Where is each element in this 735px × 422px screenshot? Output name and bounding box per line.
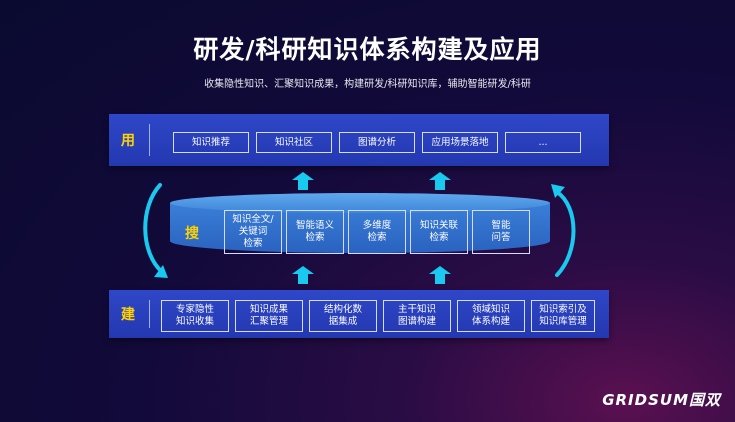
curved-arrow-left-icon (143, 183, 168, 278)
layer-use: 用 知识推荐 知识社区 图谱分析 应用场景落地 ... (109, 114, 609, 166)
layer-search-label: 搜 (185, 226, 199, 242)
search-item: 知识关联 检索 (410, 210, 468, 254)
brand-logo: GRIDSUM国双 (602, 391, 721, 409)
use-item: ... (505, 132, 581, 153)
layer-use-label: 用 (121, 133, 135, 149)
build-item: 知识索引及 知识库管理 (531, 300, 595, 332)
page-subtitle: 收集隐性知识、汇聚知识成果，构建研发/科研知识库，辅助智能研发/科研 (204, 79, 531, 90)
layer-use-divider (149, 124, 150, 156)
build-item: 领域知识 体系构建 (457, 300, 525, 332)
build-item: 知识成果 汇聚管理 (235, 300, 303, 332)
page-title: 研发/科研知识体系构建及应用 (193, 35, 542, 64)
use-item: 应用场景落地 (422, 132, 498, 153)
search-item: 智能 问答 (472, 210, 530, 254)
layer-build: 建 专家隐性 知识收集 知识成果 汇聚管理 结构化数 据集成 主干知识 图谱构建… (109, 290, 609, 338)
build-item: 结构化数 据集成 (309, 300, 377, 332)
use-item: 知识社区 (256, 132, 332, 153)
up-arrow-icon (292, 266, 314, 284)
up-arrow-icon (429, 266, 451, 284)
search-item: 知识全文/ 关键词 检索 (224, 210, 282, 254)
curved-arrow-right-icon (551, 184, 576, 277)
up-arrow-icon (429, 172, 451, 190)
use-item: 图谱分析 (339, 132, 415, 153)
build-item: 主干知识 图谱构建 (383, 300, 451, 332)
build-item: 专家隐性 知识收集 (161, 300, 229, 332)
use-item: 知识推荐 (173, 132, 249, 153)
layer-search: 搜 知识全文/ 关键词 检索 智能语义 检索 多维度 检索 知识关联 检索 智能… (170, 193, 550, 261)
search-item: 多维度 检索 (348, 210, 406, 254)
up-arrow-icon (292, 172, 314, 190)
cylinder-top (170, 193, 550, 213)
search-item: 智能语义 检索 (286, 210, 344, 254)
layer-build-label: 建 (121, 307, 135, 323)
layer-build-divider (149, 299, 150, 329)
